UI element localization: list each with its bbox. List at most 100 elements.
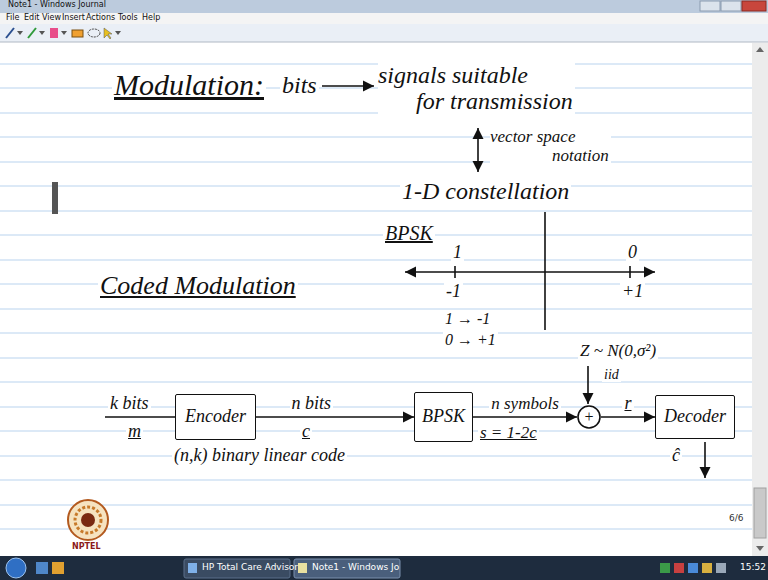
noise-label: iid <box>602 367 621 382</box>
app-icon <box>298 563 307 573</box>
pen-icon <box>6 28 14 38</box>
dropdown-icon <box>39 31 45 35</box>
page-counter: 6/6 <box>727 514 745 524</box>
axis-label: 1 <box>451 243 464 263</box>
block-label: Decoder <box>664 407 726 427</box>
dropdown-icon <box>115 31 121 35</box>
code-note: (n,k) binary linear code <box>172 446 347 466</box>
ruled-line <box>0 260 752 261</box>
quick-launch-icon <box>52 562 64 574</box>
ruled-line <box>0 382 752 383</box>
axis-label: +1 <box>620 282 645 302</box>
vector-symbol: c <box>300 422 312 442</box>
mapping-rule: 0 → +1 <box>443 331 498 349</box>
signal-arrow <box>473 416 577 418</box>
signal-label: k bits <box>108 394 151 414</box>
imaginary-axis <box>544 212 546 330</box>
clock: 15:52 <box>738 563 768 573</box>
logo-center <box>81 513 95 527</box>
edge-label: n bits <box>290 394 334 414</box>
dropdown-icon <box>17 31 23 35</box>
signal-arrow <box>256 416 414 418</box>
pen-icon <box>28 28 36 38</box>
scrollbar <box>752 43 768 556</box>
tray-icon <box>716 563 726 573</box>
paper <box>0 43 752 556</box>
equivalence-arrow <box>477 128 479 172</box>
vector-symbol: m <box>126 422 143 442</box>
tray-icon <box>674 563 684 573</box>
adder-circle: + <box>577 405 601 429</box>
block-label: + <box>584 408 595 426</box>
menu-bar <box>0 13 768 24</box>
menu-item: Insert <box>60 14 87 23</box>
ruled-line <box>0 480 752 481</box>
subheading: BPSK <box>383 222 435 244</box>
edge-label: n symbols <box>489 395 561 414</box>
taskbar-button-text: HP Total Care Advisor <box>200 563 300 573</box>
adder-circle-outline <box>578 406 600 428</box>
title-bar <box>0 0 768 13</box>
modulator-block: BPSK <box>414 392 473 442</box>
ruled-line <box>0 456 752 457</box>
start-button <box>6 558 26 578</box>
ruled-line <box>0 211 752 212</box>
menu-item: Edit <box>22 14 42 23</box>
constellation-point <box>454 266 456 278</box>
window-title: Note1 - Windows Journal <box>6 1 108 10</box>
ruled-line <box>0 64 752 65</box>
page-tab <box>52 182 58 214</box>
scroll-up-arrow <box>756 47 764 52</box>
maximize-button <box>721 1 741 11</box>
ruled-line <box>0 333 752 334</box>
block-label: BPSK <box>422 407 465 427</box>
logo-text: NPTEL <box>70 543 103 552</box>
ruled-line <box>0 137 752 138</box>
note-text: vector space notation <box>490 128 611 165</box>
lasso-icon <box>88 29 100 37</box>
ruled-line <box>0 431 752 432</box>
vector-symbol: ĉ <box>670 446 682 466</box>
mapping-rule: 1 → -1 <box>443 310 492 328</box>
minimize-button <box>700 1 720 11</box>
taskbar <box>0 556 768 580</box>
block-label: Encoder <box>185 407 246 427</box>
maps-to-arrow <box>322 85 374 87</box>
tool-bar <box>0 24 768 42</box>
menu-item: Actions <box>84 14 117 23</box>
menu-item: Tools <box>116 14 140 23</box>
signal-formula: s = 1-2c <box>478 424 539 443</box>
ruled-line <box>0 529 752 530</box>
axis-label: 0 <box>626 243 639 263</box>
taskbar-button-text: Note1 - Windows Jo <box>310 563 401 573</box>
pointer-icon <box>104 28 112 39</box>
real-axis <box>405 271 655 273</box>
decoder-block: Decoder <box>655 395 735 439</box>
heading: Coded Modulation <box>98 272 298 301</box>
scroll-thumb <box>754 488 766 538</box>
note-text: bits <box>280 72 319 98</box>
noise-arrow <box>587 366 589 404</box>
ruled-line <box>0 113 752 114</box>
ruled-line <box>0 235 752 236</box>
ruled-lines <box>0 64 752 529</box>
encoder-block: Encoder <box>175 394 256 440</box>
scroll-down-arrow <box>756 546 764 551</box>
nptel-logo <box>68 500 108 540</box>
ruled-line <box>0 505 752 506</box>
note-text: 1-D constellation <box>400 178 571 204</box>
input-line <box>105 416 175 418</box>
axis-label: -1 <box>444 282 463 302</box>
menu-item: Help <box>140 14 162 23</box>
edge-label: r <box>622 394 633 414</box>
app-icon <box>188 563 197 573</box>
heading: Modulation: <box>112 68 266 101</box>
ruled-line <box>0 186 752 187</box>
tray-icon <box>702 563 712 573</box>
tray-icon <box>660 563 670 573</box>
ruled-line <box>0 162 752 163</box>
ruled-line <box>0 309 752 310</box>
menu-item: File <box>4 14 21 23</box>
constellation-point <box>629 266 631 278</box>
logo-gear <box>75 507 101 533</box>
